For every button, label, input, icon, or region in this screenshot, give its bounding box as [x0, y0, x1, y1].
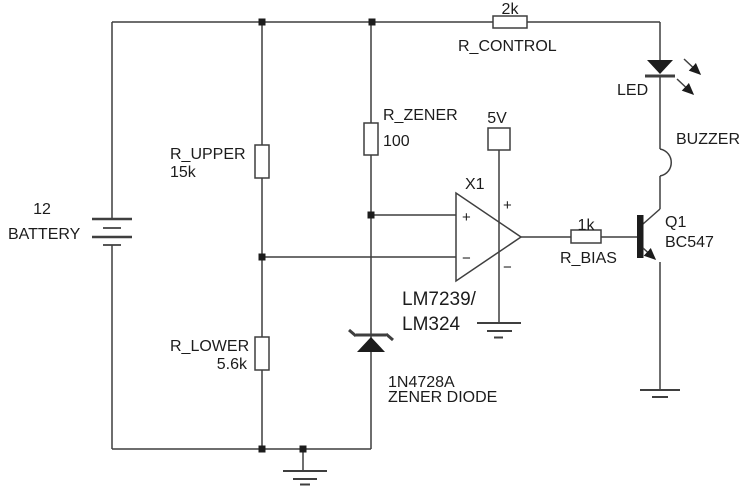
r-zener-name: R_ZENER — [383, 107, 458, 124]
led: LED — [617, 58, 702, 99]
resistor-r-bias: 1k R_BIAS — [560, 217, 617, 267]
battery: 12 BATTERY — [8, 201, 132, 246]
r-bias-name: R_BIAS — [560, 250, 617, 267]
supply-label: 5V — [487, 110, 507, 127]
resistor-body — [363, 122, 379, 156]
r-control-value: 2k — [502, 1, 520, 18]
buzzer-coil-arc — [659, 148, 672, 177]
transistor-emitter-arrow — [642, 247, 657, 261]
opamp-x1: X1 + − + − LM7239/ LM324 — [402, 176, 523, 335]
zener-part-label: 1N4728A — [388, 374, 455, 391]
ground-opamp — [477, 322, 521, 339]
supply-box — [487, 127, 511, 151]
transistor-base-bar — [637, 215, 644, 258]
opamp-input-minus-sign: − — [462, 250, 471, 267]
led-triangle — [647, 60, 673, 74]
ground-emitter — [640, 389, 680, 398]
transistor-designator: Q1 — [665, 214, 686, 231]
r-lower-name: R_LOWER — [170, 338, 249, 355]
zener-diode: 1N4728A ZENER DIODE — [348, 328, 497, 406]
r-bias-value: 1k — [578, 217, 596, 234]
battery-value-label: 12 — [33, 201, 51, 218]
resistor-body — [254, 336, 270, 371]
opamp-input-plus-sign: + — [462, 209, 471, 226]
resistor-body — [570, 229, 602, 244]
resistor-r-lower: R_LOWER 5.6k — [170, 336, 270, 373]
opamp-rail-plus-sign: + — [503, 197, 512, 214]
ground-bottom — [283, 449, 327, 486]
buzzer-label: BUZZER — [676, 131, 740, 148]
zener-bar-wing-right — [385, 332, 394, 342]
resistor-r-zener: R_ZENER 100 — [363, 107, 458, 156]
resistor-r-control: 2k R_CONTROL — [458, 1, 557, 55]
transistor-q1: Q1 BC547 — [637, 214, 714, 261]
opamp-part-line2: LM324 — [402, 314, 461, 335]
resistor-body — [492, 15, 528, 29]
led-light-arrow-2 — [676, 78, 695, 96]
junction-dot — [258, 18, 266, 26]
r-upper-name: R_UPPER — [170, 146, 246, 163]
junction-dot — [258, 253, 266, 261]
led-light-arrow-1 — [683, 58, 702, 76]
zener-type-label: ZENER DIODE — [388, 389, 497, 406]
opamp-triangle — [455, 191, 523, 283]
supply-5v: 5V — [487, 110, 511, 151]
resistor-r-upper: R_UPPER 15k — [170, 144, 270, 181]
led-label: LED — [617, 82, 648, 99]
r-lower-value: 5.6k — [217, 356, 248, 373]
junction-dot — [299, 445, 307, 453]
r-zener-value: 100 — [383, 133, 410, 150]
resistor-body — [254, 144, 270, 179]
opamp-designator: X1 — [465, 176, 485, 193]
junction-dot — [367, 211, 375, 219]
opamp-rail-minus-sign: − — [503, 259, 512, 276]
battery-label: BATTERY — [8, 226, 81, 243]
junction-dots — [258, 18, 376, 453]
junction-dot — [258, 445, 266, 453]
zener-triangle — [357, 337, 385, 352]
wire-collector — [642, 208, 661, 225]
junction-dot — [368, 18, 376, 26]
buzzer: BUZZER — [659, 131, 740, 177]
opamp-part-line1: LM7239/ — [402, 289, 477, 310]
r-upper-value: 15k — [170, 164, 197, 181]
zener-bar-wing-left — [348, 328, 357, 338]
transistor-part-label: BC547 — [665, 234, 714, 251]
r-control-name: R_CONTROL — [458, 38, 557, 55]
